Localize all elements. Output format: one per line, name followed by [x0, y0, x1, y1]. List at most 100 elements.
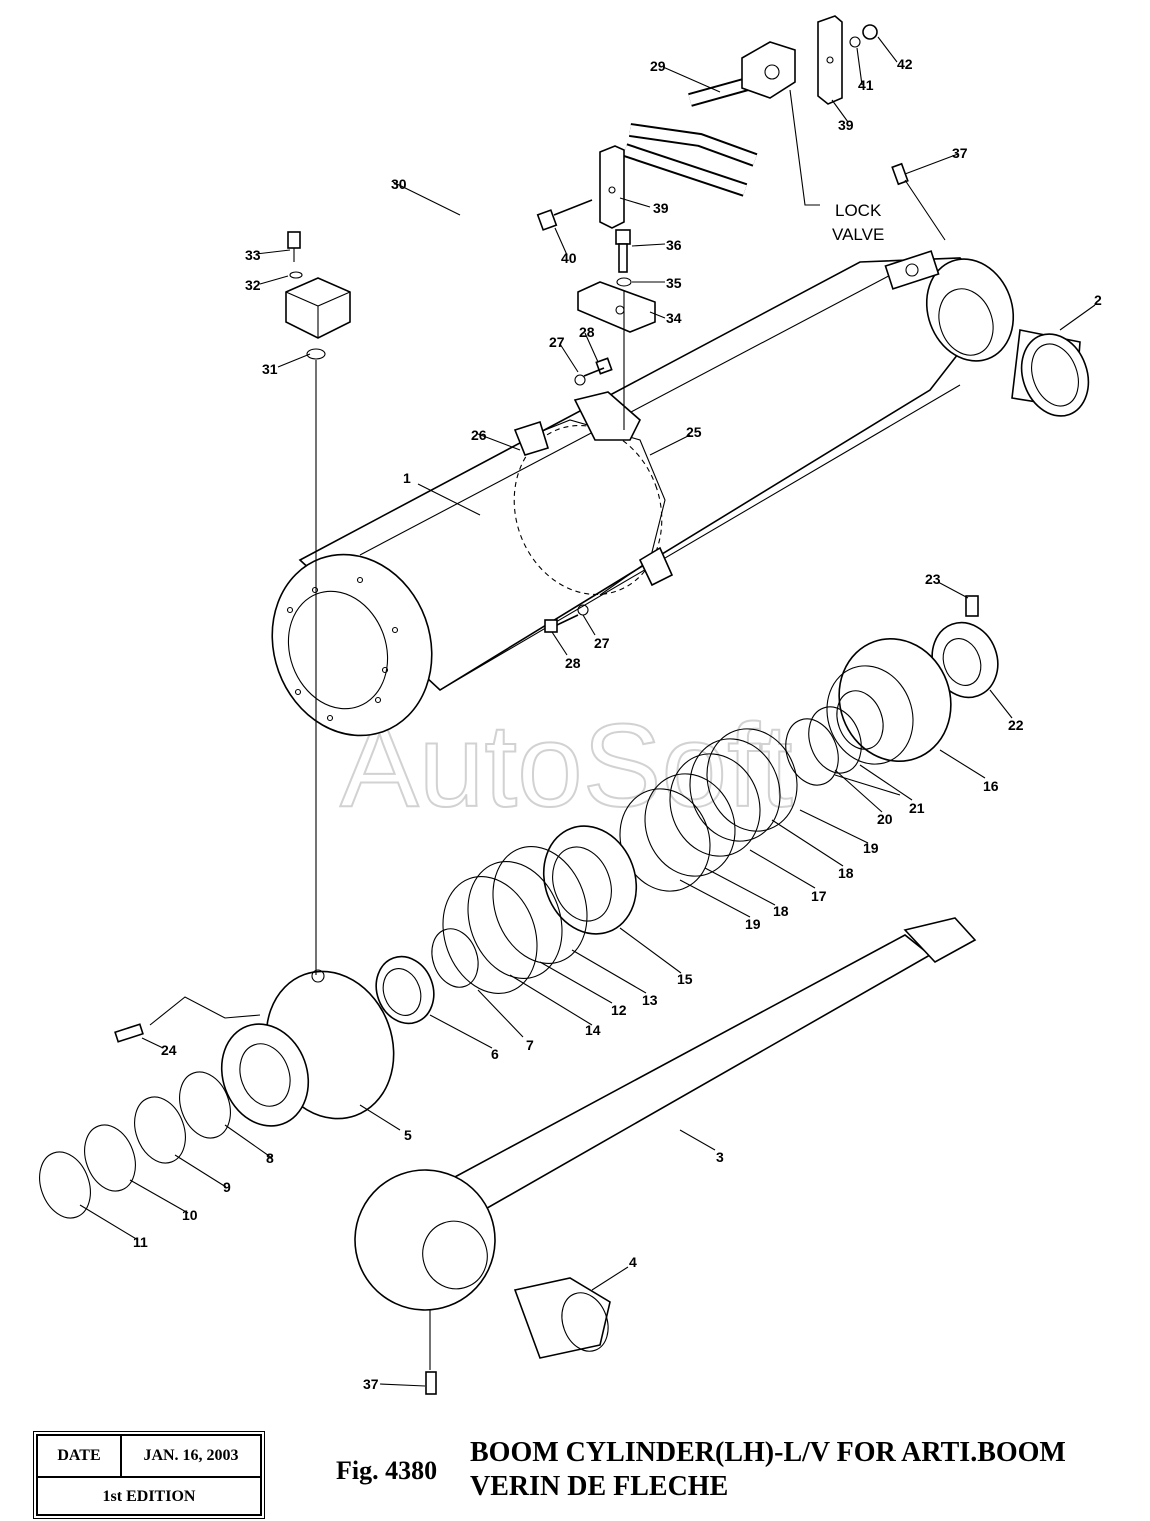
edition-label: 1st EDITION	[102, 1488, 196, 1505]
nut-42	[862, 24, 878, 40]
lock-valve-label-2: VALVE	[832, 225, 884, 244]
part-label-37a: 37	[952, 145, 968, 161]
clamp-39-lower	[599, 145, 625, 229]
figure-title-en: BOOM CYLINDER(LH)-L/V FOR ARTI.BOOM	[470, 1437, 1066, 1468]
part-label-32: 32	[245, 277, 261, 293]
part-label-13: 13	[642, 992, 658, 1008]
ring-21a	[808, 706, 862, 774]
part-label-29: 29	[650, 58, 666, 74]
piston-rod-3	[354, 917, 977, 1311]
bolt-33	[287, 231, 301, 262]
ring-7	[431, 928, 479, 988]
revision-info-box: DATE JAN. 16, 2003 1st EDITION	[33, 1431, 265, 1519]
clamp-39-upper	[817, 15, 843, 105]
pipe-30	[315, 73, 726, 297]
part-label-21: 21	[909, 800, 925, 816]
part-label-12: 12	[611, 1002, 627, 1018]
part-label-15: 15	[677, 971, 693, 987]
pipe-29	[622, 68, 782, 197]
part-label-33: 33	[245, 247, 261, 263]
part-label-5: 5	[404, 1127, 412, 1143]
rod-cover-5	[220, 969, 395, 1127]
part-label-36: 36	[666, 237, 682, 253]
part-label-18b: 18	[773, 903, 789, 919]
part-label-26: 26	[471, 427, 487, 443]
part-label-22: 22	[1008, 717, 1024, 733]
part-label-8: 8	[266, 1150, 274, 1166]
lock-valve-block	[741, 41, 796, 99]
seal-17	[669, 753, 761, 857]
part-label-19a: 19	[863, 840, 879, 856]
part-number-labels: 1 2 3 4 5 6 7 8 9 10 11 12 13 14 15 16 1…	[133, 56, 1102, 1392]
cylinder-tube-1	[271, 250, 1015, 737]
part-label-18a: 18	[838, 865, 854, 881]
bushing-6	[375, 955, 435, 1025]
part-label-4: 4	[629, 1254, 637, 1270]
grease-nipple-37-bottom	[425, 1371, 437, 1395]
washer-35	[616, 277, 632, 287]
figure-number: Fig. 4380	[336, 1456, 438, 1485]
part-label-40: 40	[561, 250, 577, 266]
part-label-20: 20	[877, 811, 893, 827]
figure-title-fr: VERIN DE FLECHE	[470, 1471, 729, 1502]
seal-18b	[644, 773, 736, 877]
part-label-27a: 27	[549, 334, 565, 350]
washer-27-upper	[574, 374, 586, 386]
ring-13	[492, 846, 588, 964]
bolt-36	[615, 229, 631, 273]
part-label-25: 25	[686, 424, 702, 440]
part-label-35: 35	[666, 275, 682, 291]
part-label-10: 10	[182, 1207, 198, 1223]
part-label-14: 14	[585, 1022, 601, 1038]
part-label-9: 9	[223, 1179, 231, 1195]
part-label-41: 41	[858, 77, 874, 93]
part-label-6: 6	[491, 1046, 499, 1062]
grease-nipple-37-top	[891, 162, 909, 186]
part-label-16: 16	[983, 778, 999, 794]
leader-24	[149, 996, 261, 1026]
wiper-11	[39, 1151, 91, 1219]
lock-valve-label-1: LOCK	[835, 201, 882, 220]
bushing-4	[513, 1277, 611, 1359]
seal-19a	[706, 728, 798, 832]
leader-lines	[79, 36, 1096, 1387]
seal-8	[179, 1071, 231, 1139]
nipple-leader	[904, 179, 946, 241]
part-label-39a: 39	[838, 117, 854, 133]
part-label-11: 11	[133, 1234, 148, 1250]
bushing-2	[1011, 329, 1090, 417]
o-ring-31	[306, 348, 326, 360]
seal-18a	[689, 738, 781, 842]
part-label-31: 31	[262, 361, 278, 377]
part-label-34: 34	[666, 310, 682, 326]
part-label-30: 30	[391, 176, 407, 192]
ring-21b	[785, 718, 839, 786]
date-label: DATE	[38, 1436, 122, 1476]
part-label-39b: 39	[653, 200, 669, 216]
part-label-23: 23	[925, 571, 941, 587]
ring-14	[442, 876, 538, 994]
part-label-19b: 19	[745, 916, 761, 932]
seal-9	[134, 1096, 186, 1164]
part-label-37b: 37	[363, 1376, 379, 1392]
nut-41	[849, 36, 861, 48]
part-label-28a: 28	[579, 324, 595, 340]
bolt-24	[114, 1023, 144, 1043]
bolt-40	[536, 199, 593, 231]
lock-valve-leader	[789, 89, 820, 206]
watermark: AutoSoft	[340, 700, 793, 832]
part-label-42: 42	[897, 56, 913, 72]
part-label-24: 24	[161, 1042, 177, 1058]
date-value: JAN. 16, 2003	[143, 1447, 239, 1464]
ring-12	[467, 861, 563, 979]
cushion-ring-15	[542, 825, 638, 935]
bolt-28-lower	[544, 614, 579, 633]
part-label-28b: 28	[565, 655, 581, 671]
set-screw-23	[965, 595, 979, 617]
date-row: DATE JAN. 16, 2003	[38, 1436, 260, 1478]
figure-title-block: BOOM CYLINDER(LH)-L/V FOR ARTI.BOOM VERI…	[470, 1436, 1066, 1504]
piston-16	[826, 637, 952, 765]
seal-10	[84, 1124, 136, 1192]
part-label-27b: 27	[594, 635, 610, 651]
